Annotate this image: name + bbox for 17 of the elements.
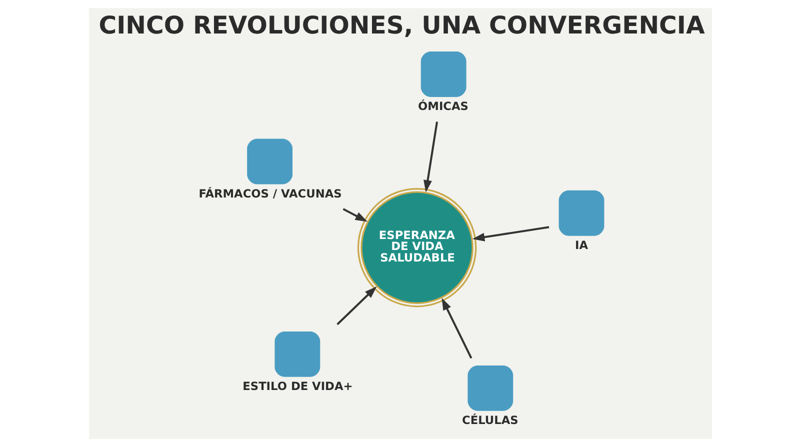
node-box [467, 365, 513, 411]
arrow [342, 208, 367, 222]
arrow [472, 226, 549, 242]
node-label: CÉLULAS [461, 413, 518, 428]
node-label: ESTILO DE VIDA+ [242, 379, 352, 394]
node-label: FÁRMACOS / VACUNAS [198, 186, 342, 200]
arrow [423, 122, 438, 192]
node-box [246, 138, 292, 184]
arrow [336, 286, 376, 326]
arrow [441, 298, 472, 359]
node-circle: ESPERANZA DE VIDA SALUDABLE [356, 188, 476, 308]
node-box [558, 190, 604, 236]
diagram-title: CINCO REVOLUCIONES, UNA CONVERGENCIA [98, 10, 704, 40]
node-box [274, 331, 320, 377]
node-box [420, 52, 466, 97]
node-label: IA [574, 238, 588, 252]
node-label: ÓMICAS [418, 99, 468, 114]
